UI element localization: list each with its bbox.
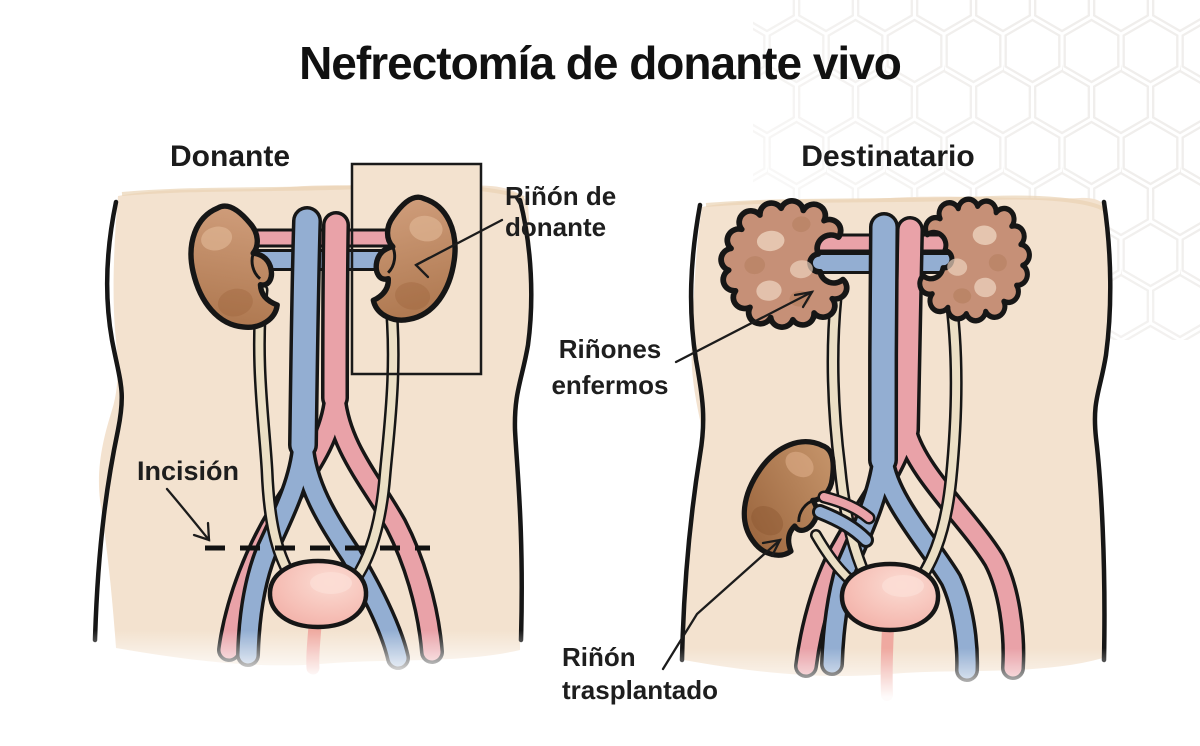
diseased-kidneys-label: Riñones enfermos: [532, 331, 688, 403]
arrowhead-incision: [192, 521, 211, 542]
recipient-right-ureter: [906, 285, 963, 596]
donor-kidney-label: Riñón de donante: [505, 181, 616, 243]
donor-kidney-box: [350, 162, 483, 376]
arrowhead-transplanted-kidney: [761, 538, 783, 558]
recipient-bladder: [842, 564, 938, 630]
recipient-torso-outline-left: [679, 202, 706, 663]
leader-line-incision: [165, 487, 211, 542]
donor-figure: [92, 162, 534, 675]
donor-torso-outline-left: [92, 199, 124, 643]
diseased-kidneys-label-line1: Riñones: [558, 334, 662, 364]
donor-right-ureter: [349, 288, 400, 585]
donor-vena-cava: [236, 206, 410, 670]
transplant-vessels: [812, 490, 876, 548]
donor-kidney-label-line1: Riñón de: [505, 181, 617, 211]
donor-aorta: [217, 211, 444, 664]
donor-left-kidney: [180, 199, 283, 338]
transplanted-kidney-label-line1: Riñón: [562, 642, 636, 672]
donor-bottom-fade: [75, 630, 555, 702]
recipient-bottom-fade: [665, 648, 1135, 723]
diseased-kidneys-label-line2: enfermos: [551, 370, 669, 400]
leader-line-donor-kidney: [414, 218, 504, 279]
page-title: Nefrectomía de donante vivo: [299, 37, 902, 89]
recipient-figure: [679, 195, 1113, 701]
transplanted-kidney: [723, 424, 853, 565]
donor-panel-heading: Donante: [170, 140, 290, 173]
recipient-torso-outline-right: [1092, 199, 1113, 663]
arrowhead-donor-kidney: [414, 256, 431, 279]
transplanted-kidney-label-line2: trasplantado: [562, 675, 719, 705]
diseased-kidney-right: [916, 195, 1034, 326]
donor-torso-outline-right: [512, 197, 534, 643]
incision-label: Incisión: [137, 456, 240, 486]
donor-kidney: [369, 193, 462, 327]
leader-line-transplanted-kidney: [661, 538, 783, 671]
recipient-left-ureter: [826, 291, 875, 589]
arrowhead-diseased-kidneys: [793, 290, 815, 309]
leader-line-diseased-kidneys: [674, 290, 815, 364]
donor-bladder: [270, 561, 366, 627]
recipient-panel-heading: Destinatario: [801, 140, 975, 173]
annotation-lines: [165, 218, 815, 671]
recipient-vena-cava: [820, 212, 980, 682]
transplanted-kidney-label: Riñón trasplantado: [562, 641, 718, 707]
donor-kidney-label-line2: donante: [505, 212, 607, 242]
